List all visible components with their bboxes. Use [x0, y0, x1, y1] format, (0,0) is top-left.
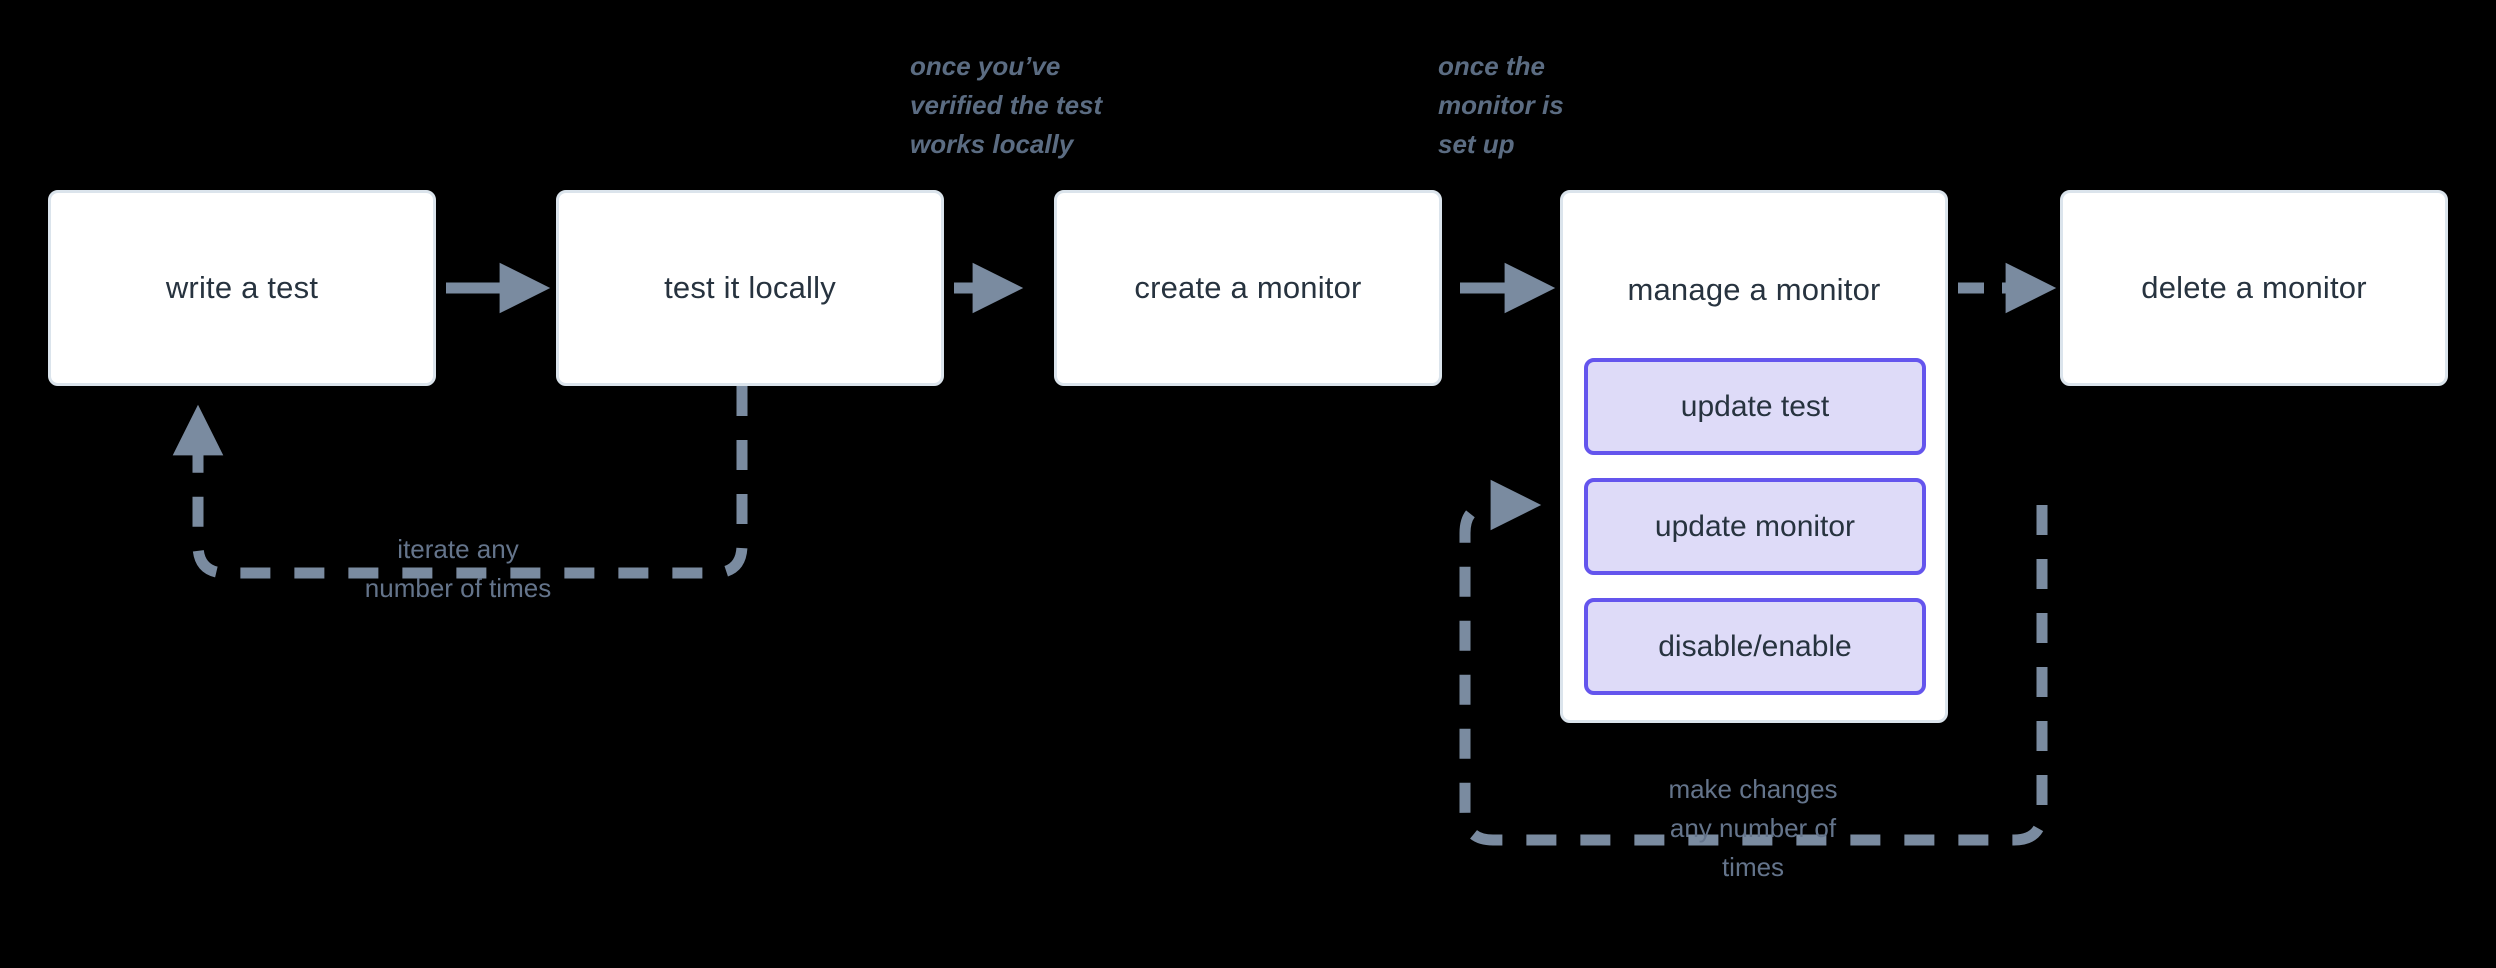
- node-test-it-locally-label: test it locally: [664, 270, 836, 306]
- node-create-a-monitor[interactable]: create a monitor: [1054, 190, 1442, 386]
- node-manage-a-monitor-label: manage a monitor: [1627, 272, 1881, 307]
- edge-label-verified-locally: once you’ve verified the test works loca…: [910, 51, 1103, 159]
- subnode-disable-enable[interactable]: disable/enable: [1584, 598, 1926, 695]
- node-delete-a-monitor[interactable]: delete a monitor: [2060, 190, 2448, 386]
- subnode-update-test-label: update test: [1680, 389, 1830, 423]
- subnode-disable-enable-label: disable/enable: [1658, 629, 1852, 663]
- node-delete-a-monitor-label: delete a monitor: [2141, 270, 2367, 306]
- edge-label-make-changes-loop: make changes any number of times: [1668, 774, 1838, 882]
- node-write-a-test[interactable]: write a test: [48, 190, 436, 386]
- node-create-a-monitor-label: create a monitor: [1134, 270, 1362, 306]
- edge-label-monitor-set-up: once the monitor is set up: [1438, 51, 1564, 159]
- subnode-update-monitor[interactable]: update monitor: [1584, 478, 1926, 575]
- node-test-it-locally[interactable]: test it locally: [556, 190, 944, 386]
- node-manage-a-monitor[interactable]: manage a monitor update test update moni…: [1560, 190, 1948, 723]
- edge-label-iterate-loop: iterate any number of times: [364, 534, 552, 603]
- subnode-update-test[interactable]: update test: [1584, 358, 1926, 455]
- node-write-a-test-label: write a test: [165, 270, 319, 306]
- subnode-update-monitor-label: update monitor: [1654, 509, 1856, 543]
